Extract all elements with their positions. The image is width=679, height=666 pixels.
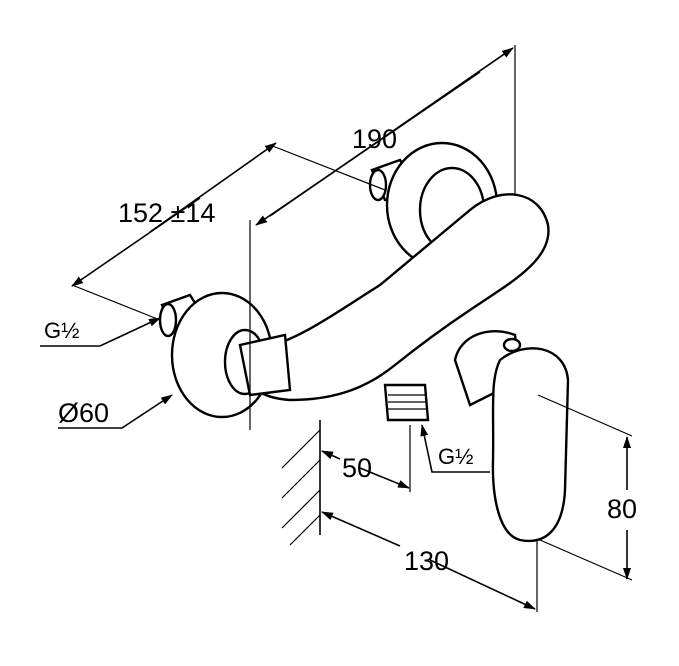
front-inlet	[158, 291, 292, 419]
leaders	[40, 317, 490, 473]
dim-152-lines	[71, 142, 386, 321]
dim-130-lines	[321, 511, 538, 612]
dim-50-lines	[321, 425, 411, 492]
dim-190-lines	[249, 45, 516, 430]
dim-152-label: 152 ±14	[118, 198, 216, 228]
wall-hatch	[281, 420, 321, 546]
handle	[453, 330, 570, 543]
dim-130-label: 130	[404, 546, 450, 576]
dim-80-lines	[537, 394, 633, 581]
escutcheon-diameter-label: Ø60	[58, 398, 110, 428]
outlet-thread-label: G½	[438, 444, 474, 469]
dim-80-label: 80	[607, 494, 638, 524]
dim-50-label: 50	[342, 453, 373, 483]
outlet	[383, 383, 430, 422]
dim-190-label: 190	[352, 124, 398, 154]
inlet-thread-label: G½	[44, 318, 80, 343]
